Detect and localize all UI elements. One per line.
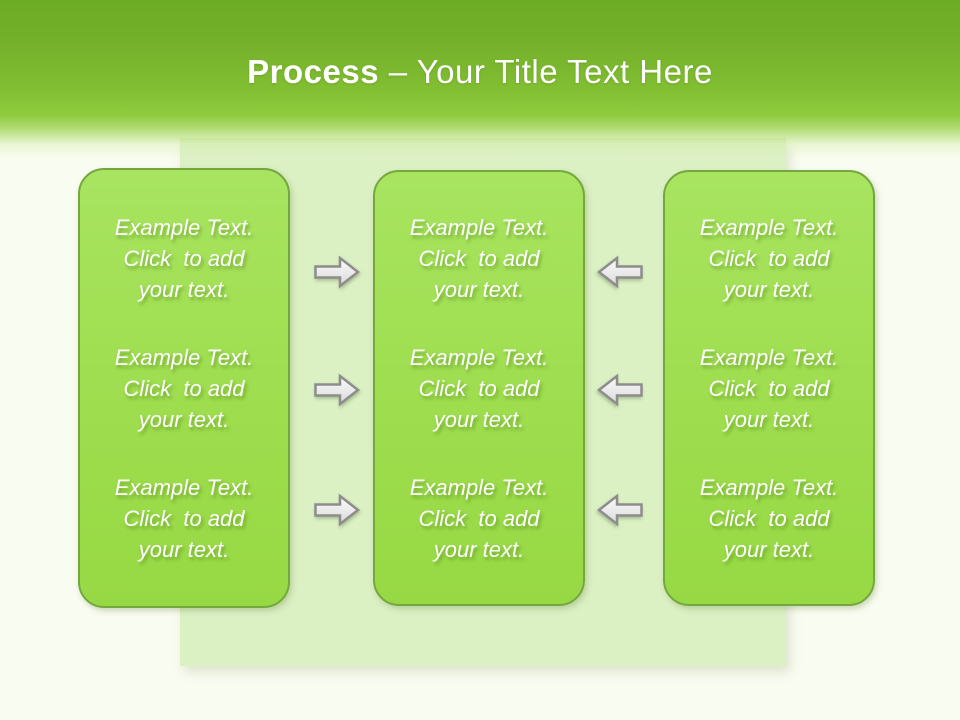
arrow-left-icon xyxy=(597,254,643,290)
arrow-right-icon xyxy=(314,255,360,289)
arrow-right-icon xyxy=(314,373,360,407)
process-box-left[interactable]: Example Text. Click to add your text. Ex… xyxy=(78,168,290,608)
text-placeholder[interactable]: Example Text. Click to add your text. xyxy=(409,344,549,432)
slide-title-emphasis: Process xyxy=(247,53,380,90)
text-placeholder[interactable]: Example Text. Click to add your text. xyxy=(114,474,254,562)
slide-title[interactable]: Process – Your Title Text Here xyxy=(0,52,960,92)
arrow-right-icon xyxy=(314,493,360,527)
text-placeholder[interactable]: Example Text. Click to add your text. xyxy=(114,214,254,302)
text-placeholder[interactable]: Example Text. Click to add your text. xyxy=(699,344,839,432)
arrow-right-icon xyxy=(314,372,360,408)
text-placeholder[interactable]: Example Text. Click to add your text. xyxy=(114,344,254,432)
arrow-left-icon xyxy=(597,372,643,408)
text-placeholder[interactable]: Example Text. Click to add your text. xyxy=(409,214,549,302)
arrow-left-icon xyxy=(597,492,643,528)
text-placeholder[interactable]: Example Text. Click to add your text. xyxy=(409,474,549,562)
slide-title-rest: – Your Title Text Here xyxy=(388,53,713,90)
process-box-right[interactable]: Example Text. Click to add your text. Ex… xyxy=(663,170,875,606)
arrow-left-icon xyxy=(597,255,643,289)
arrow-left-icon xyxy=(597,373,643,407)
text-placeholder[interactable]: Example Text. Click to add your text. xyxy=(699,214,839,302)
arrow-right-icon xyxy=(314,254,360,290)
process-box-middle[interactable]: Example Text. Click to add your text. Ex… xyxy=(373,170,585,606)
arrow-left-icon xyxy=(597,493,643,527)
arrow-right-icon xyxy=(314,492,360,528)
text-placeholder[interactable]: Example Text. Click to add your text. xyxy=(699,474,839,562)
